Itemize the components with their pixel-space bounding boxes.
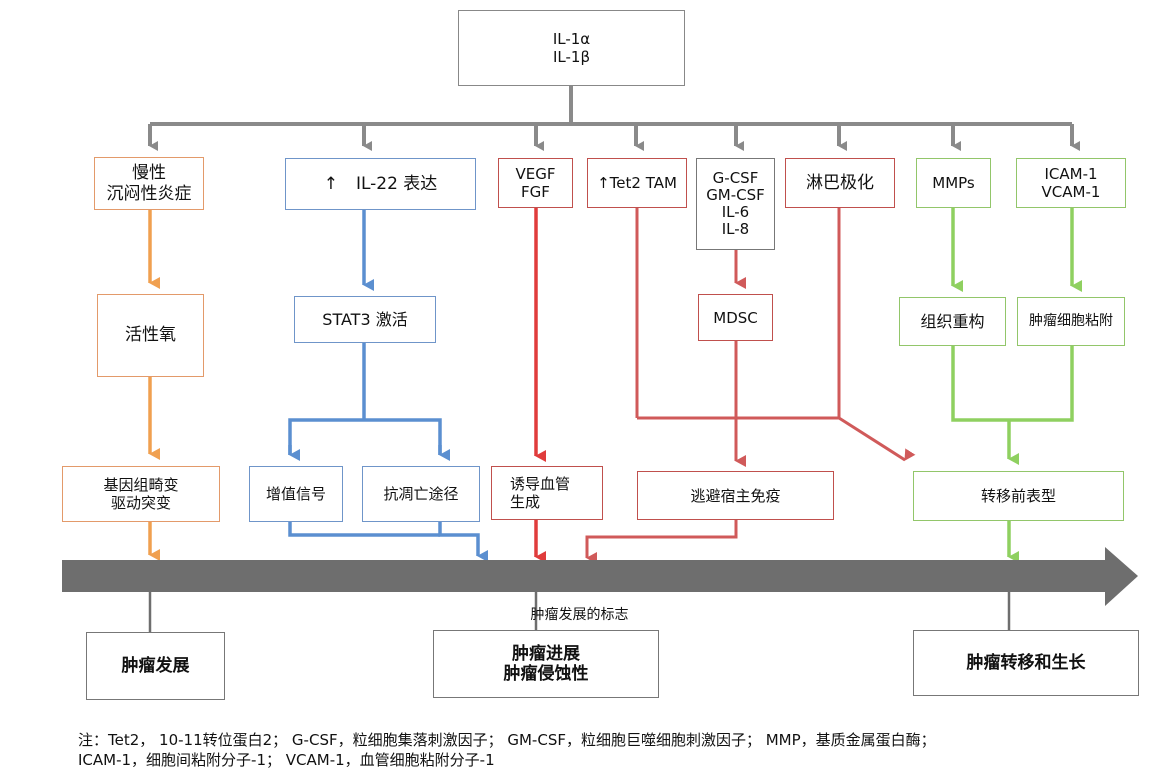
development-label: 肿瘤发展 bbox=[121, 655, 190, 676]
mmps-box: MMPs bbox=[916, 158, 991, 208]
mmps-label: MMPs bbox=[932, 174, 975, 192]
remodel-label: 组织重构 bbox=[920, 311, 985, 331]
lymph-label: 淋巴极化 bbox=[806, 172, 874, 193]
angiogenesis-box: 诱导血管 生成 bbox=[491, 466, 603, 520]
footnote: 注：Tet2， 10-11转位蛋白2； G-CSF，粒细胞集落刺激因子； GM-… bbox=[78, 730, 936, 770]
ros-box: 活性氧 bbox=[97, 294, 204, 377]
tumor-metastasis-box: 肿瘤转移和生长 bbox=[913, 630, 1139, 696]
premetastatic-box: 转移前表型 bbox=[913, 471, 1124, 521]
top-distribution-connectors bbox=[148, 86, 1080, 151]
chronic-line1: 慢性 bbox=[132, 163, 166, 184]
immune-evasion-box: 逃避宿主免疫 bbox=[637, 471, 834, 520]
il1-beta-label: IL-1β bbox=[552, 48, 591, 66]
tumor-adhesion-box: 肿瘤细胞粘附 bbox=[1017, 297, 1125, 346]
angiogenesis-line1: 诱导血管 bbox=[510, 475, 571, 493]
immune-label: 逃避宿主免疫 bbox=[690, 486, 781, 505]
tumor-development-box: 肿瘤发展 bbox=[86, 632, 225, 700]
stat3-box: STAT3 激活 bbox=[294, 296, 436, 343]
il22-label: IL-22 表达 bbox=[355, 173, 438, 194]
il8-label: IL-8 bbox=[721, 220, 750, 239]
tet2-box: ↑Tet2 TAM bbox=[587, 158, 687, 208]
il6-label: IL-6 bbox=[721, 203, 750, 221]
genomic-mutation-box: 基因组畸变 驱动突变 bbox=[62, 466, 220, 522]
angiogenesis-line2: 生成 bbox=[510, 493, 541, 511]
tissue-remodel-box: 组织重构 bbox=[899, 297, 1006, 346]
mdsc-box: MDSC bbox=[698, 294, 773, 341]
chronic-inflammation-box: 慢性 沉闷性炎症 bbox=[94, 157, 204, 210]
mutation-line2: 驱动突变 bbox=[110, 494, 171, 512]
il1-alpha-label: IL-1α bbox=[552, 30, 591, 48]
cytokines-box: G-CSF GM-CSF IL-6 IL-8 bbox=[696, 158, 775, 250]
up-arrow-icon: ↑ bbox=[323, 173, 338, 194]
tumor-progression-box: 肿瘤进展 肿瘤侵蚀性 bbox=[433, 630, 659, 698]
hallmarks-axis-label: 肿瘤发展的标志 bbox=[530, 607, 629, 623]
green-connectors bbox=[951, 208, 1082, 563]
progression-line2: 肿瘤侵蚀性 bbox=[503, 664, 589, 684]
mdsc-label: MDSC bbox=[713, 308, 758, 327]
vegf-box: VEGF FGF bbox=[498, 158, 573, 208]
metastasis-label: 肿瘤转移和生长 bbox=[966, 652, 1086, 673]
metastatic-label: 转移前表型 bbox=[980, 487, 1056, 505]
mutation-line1: 基因组畸变 bbox=[103, 476, 179, 494]
proliferation-label: 增值信号 bbox=[265, 485, 326, 503]
adhesion-label: 肿瘤细胞粘附 bbox=[1029, 313, 1113, 330]
proliferation-box: 增值信号 bbox=[249, 466, 343, 522]
lightred-connectors bbox=[585, 208, 916, 564]
ros-label: 活性氧 bbox=[125, 325, 176, 346]
il1-box: IL-1α IL-1β bbox=[458, 10, 685, 86]
adhesion-molecules-box: ICAM-1 VCAM-1 bbox=[1016, 158, 1126, 208]
icam-label: ICAM-1 bbox=[1044, 165, 1098, 183]
outcome-connectors bbox=[148, 592, 1011, 632]
footnote-line1: 注：Tet2， 10-11转位蛋白2； G-CSF，粒细胞集落刺激因子； GM-… bbox=[78, 731, 936, 749]
fgf-label: FGF bbox=[521, 183, 550, 201]
blue-connectors bbox=[288, 210, 488, 562]
footnote-line2: ICAM-1，细胞间粘附分子-1； VCAM-1，血管细胞粘附分子-1 bbox=[78, 751, 495, 769]
stat3-label: STAT3 激活 bbox=[322, 309, 408, 329]
tet2-label: ↑Tet2 TAM bbox=[597, 174, 677, 192]
lymph-polarization-box: 淋巴极化 bbox=[785, 158, 895, 208]
gcsf-label: G-CSF bbox=[712, 168, 759, 187]
il22-box: ↑ IL-22 表达 bbox=[285, 158, 476, 210]
chronic-line2: 沉闷性炎症 bbox=[106, 183, 192, 204]
vcam-label: VCAM-1 bbox=[1041, 183, 1101, 201]
antiapoptosis-label: 抗凋亡途径 bbox=[383, 485, 459, 503]
timeline-arrow bbox=[62, 547, 1138, 606]
progression-line1: 肿瘤进展 bbox=[512, 643, 580, 664]
gmcsf-label: GM-CSF bbox=[706, 185, 765, 204]
antiapoptosis-box: 抗凋亡途径 bbox=[362, 466, 480, 522]
vegf-label: VEGF bbox=[515, 165, 556, 183]
